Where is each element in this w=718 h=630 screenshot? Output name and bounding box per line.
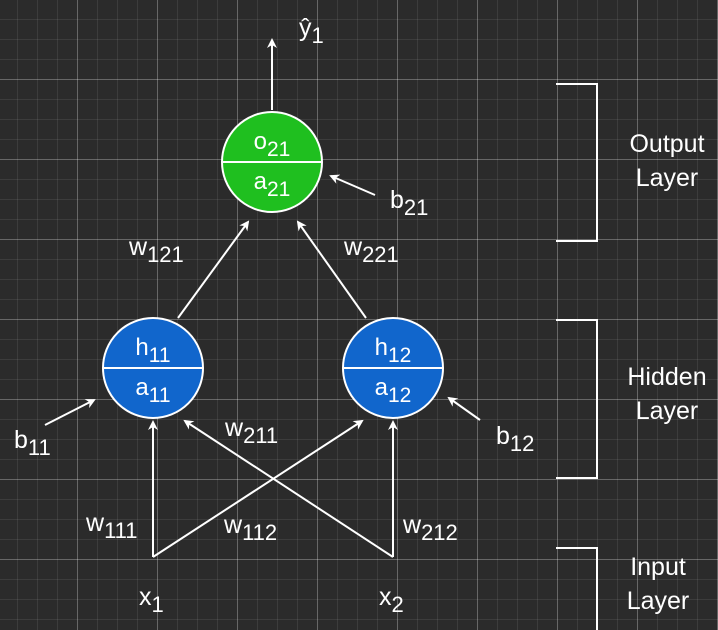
edge-h12-o21: [296, 220, 367, 319]
node-h12: [342, 317, 444, 419]
node-o21-bottom-text: a21: [253, 168, 291, 201]
weight-label-w221: w221: [344, 233, 399, 267]
weight-label-w121: w121: [129, 233, 184, 267]
output-layer-title: Output Layer: [612, 127, 718, 195]
output-layer-bracket: [556, 83, 598, 242]
node-h12-top-text: h12: [374, 334, 412, 367]
node-h11: [102, 317, 204, 419]
input-layer-title: Input Layer: [603, 550, 713, 618]
hidden-layer-title: Hidden Layer: [612, 360, 718, 428]
hidden-layer-title-line2: Layer: [635, 397, 699, 425]
input-label-x2: x2: [379, 583, 404, 617]
weight-label-w112: w112: [224, 511, 278, 545]
node-h12-bottom-text: a12: [374, 374, 412, 407]
edge-h11-o21: [177, 220, 250, 319]
hidden-layer-title-line1: Hidden: [627, 363, 707, 391]
node-o21-top-text: o21: [253, 128, 291, 161]
weight-label-w212: w212: [403, 511, 458, 545]
output-layer-title-line1: Output: [629, 130, 705, 158]
node-o21: [221, 111, 323, 213]
input-label-x1: x1: [139, 583, 164, 617]
hidden-layer-bracket: [556, 319, 598, 479]
input-layer-title-line1: Input: [630, 553, 686, 581]
weight-label-w111: w111: [86, 509, 138, 543]
edge-x1-h12: [152, 419, 364, 558]
node-h11-top-text: h11: [135, 334, 171, 367]
output-label-y1: ŷ1: [299, 14, 324, 48]
bias-arrow-b12: [447, 396, 481, 421]
bias-label-b21: b21: [390, 186, 429, 220]
bias-arrow-b11: [44, 399, 96, 426]
bias-arrow-b21: [329, 174, 376, 196]
weight-label-w211: w211: [225, 414, 279, 448]
input-layer-title-line2: Layer: [626, 587, 690, 615]
edge-x2-h11: [183, 419, 394, 558]
node-h11-bottom-text: a11: [135, 374, 171, 407]
bias-label-b11: b11: [14, 426, 51, 460]
input-layer-bracket: [556, 547, 598, 630]
output-layer-title-line2: Layer: [635, 164, 699, 192]
bias-label-b12: b12: [496, 422, 535, 456]
